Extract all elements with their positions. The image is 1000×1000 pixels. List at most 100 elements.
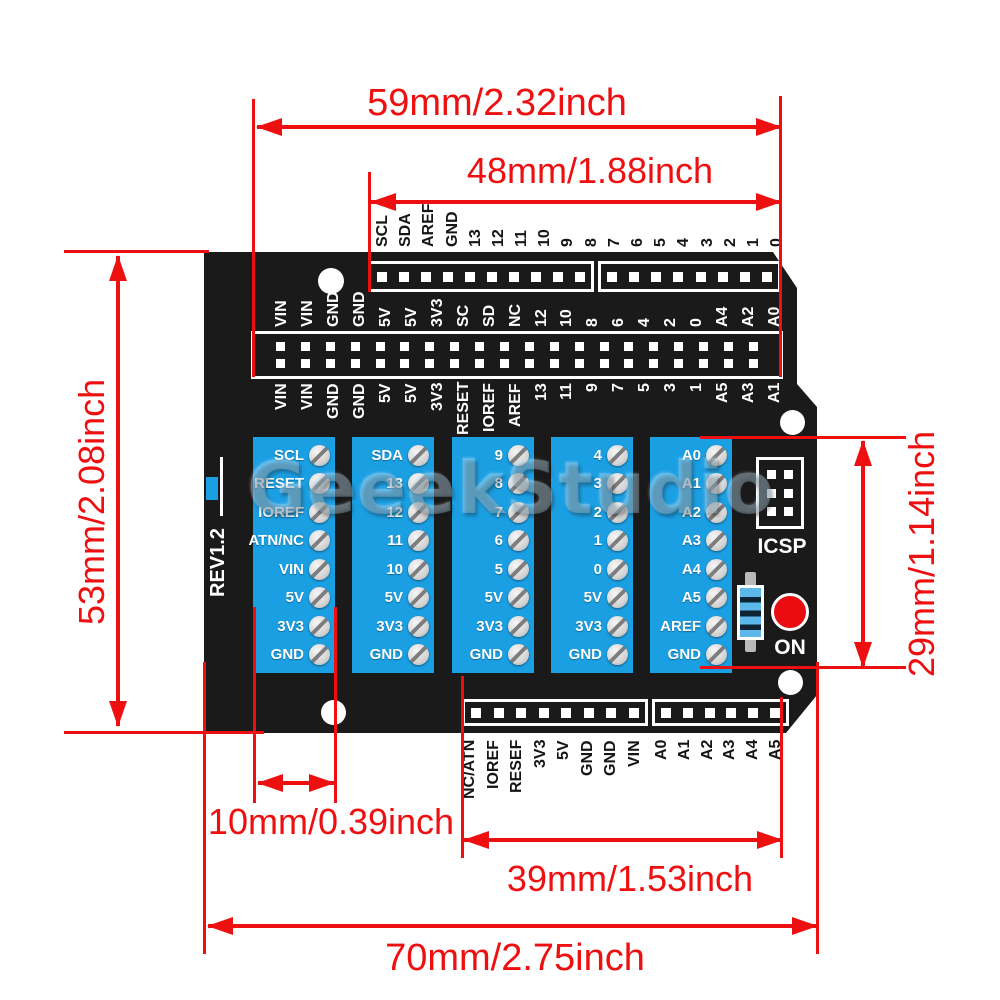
screw-terminal-icon[interactable]	[508, 616, 529, 637]
power-led	[771, 593, 809, 631]
solder-pad	[425, 359, 434, 368]
solder-pad	[724, 342, 733, 351]
dim-tick	[253, 607, 256, 803]
screw-terminal-icon[interactable]	[408, 530, 429, 551]
screw-terminal-icon[interactable]	[408, 644, 429, 665]
screw-terminal-icon[interactable]	[408, 445, 429, 466]
dim-arrow-bottom-inner	[464, 838, 782, 842]
dim-arrow-left	[116, 256, 120, 726]
screw-terminal-icon[interactable]	[607, 445, 628, 466]
solder-pad	[749, 359, 758, 368]
terminal-block-3: 987655V3V3GND	[452, 437, 534, 673]
header-pin	[784, 470, 793, 479]
dim-label-bottom-small: 10mm/0.39inch	[181, 801, 481, 843]
header-pin	[748, 708, 758, 718]
screw-terminal-icon[interactable]	[706, 559, 727, 580]
pin-label: A5	[765, 740, 787, 834]
solder-pad	[400, 359, 409, 368]
header-pin	[705, 708, 715, 718]
terminal-row: SCL	[253, 442, 335, 468]
screw-terminal-icon[interactable]	[309, 616, 330, 637]
terminal-label: A4	[682, 561, 701, 578]
pin-label: VIN	[271, 243, 293, 327]
pin-label: A0	[764, 243, 786, 327]
terminal-label: 12	[386, 504, 403, 521]
screw-terminal-icon[interactable]	[309, 587, 330, 608]
screw-terminal-icon[interactable]	[607, 559, 628, 580]
screw-terminal-icon[interactable]	[508, 530, 529, 551]
dim-arrow-bottom-outer	[208, 924, 817, 928]
screw-terminal-icon[interactable]	[706, 616, 727, 637]
solder-pad	[550, 342, 559, 351]
solder-pad	[674, 359, 683, 368]
dim-tick	[780, 697, 783, 858]
screw-terminal-icon[interactable]	[408, 502, 429, 523]
screw-terminal-icon[interactable]	[508, 473, 529, 494]
terminal-label: GND	[470, 646, 503, 663]
screw-terminal-icon[interactable]	[508, 644, 529, 665]
pin-label: GND	[323, 383, 345, 435]
header-pin	[683, 708, 693, 718]
terminal-row: IOREF	[253, 499, 335, 525]
terminal-label: 7	[495, 504, 503, 521]
terminal-label: RESET	[254, 475, 304, 492]
screw-terminal-icon[interactable]	[309, 473, 330, 494]
screw-terminal-icon[interactable]	[706, 473, 727, 494]
dim-label-bottom-outer: 70mm/2.75inch	[365, 937, 665, 980]
screw-terminal-icon[interactable]	[607, 473, 628, 494]
screw-terminal-icon[interactable]	[309, 559, 330, 580]
screw-terminal-icon[interactable]	[508, 502, 529, 523]
screw-terminal-icon[interactable]	[706, 502, 727, 523]
terminal-row: A2	[650, 499, 732, 525]
screw-terminal-icon[interactable]	[309, 644, 330, 665]
screw-terminal-icon[interactable]	[607, 616, 628, 637]
solder-pad	[376, 342, 385, 351]
screw-terminal-icon[interactable]	[508, 559, 529, 580]
screw-terminal-icon[interactable]	[607, 587, 628, 608]
dim-arrow-top-outer	[257, 125, 781, 129]
terminal-row: 3V3	[452, 613, 534, 639]
screw-terminal-icon[interactable]	[706, 445, 727, 466]
terminal-row: 5V	[551, 585, 633, 611]
screw-terminal-icon[interactable]	[607, 502, 628, 523]
terminal-label: IOREF	[258, 504, 304, 521]
screw-terminal-icon[interactable]	[408, 559, 429, 580]
terminal-row: 10	[352, 556, 434, 582]
pin-label: 13	[531, 383, 553, 435]
screw-terminal-icon[interactable]	[508, 445, 529, 466]
screw-terminal-icon[interactable]	[706, 644, 727, 665]
terminal-label: GND	[569, 646, 602, 663]
solder-pad	[525, 342, 534, 351]
terminal-row: 0	[551, 556, 633, 582]
terminal-row: 8	[452, 471, 534, 497]
screw-terminal-icon[interactable]	[706, 530, 727, 551]
pin-label: 9	[582, 383, 604, 435]
screw-terminal-icon[interactable]	[309, 530, 330, 551]
terminal-label: GND	[668, 646, 701, 663]
terminal-row: 4	[551, 442, 633, 468]
terminal-row: 5V	[253, 585, 335, 611]
screw-terminal-icon[interactable]	[408, 616, 429, 637]
solder-pad	[624, 342, 633, 351]
screw-terminal-icon[interactable]	[309, 445, 330, 466]
terminal-row: 3	[551, 471, 633, 497]
pin-label: VIN	[297, 383, 319, 435]
screw-terminal-icon[interactable]	[607, 644, 628, 665]
terminal-row: SDA	[352, 442, 434, 468]
screw-terminal-icon[interactable]	[408, 473, 429, 494]
pin-label: 3V3	[427, 243, 449, 327]
screw-terminal-icon[interactable]	[508, 587, 529, 608]
terminal-label: 1	[594, 532, 602, 549]
revision-label: REV1.2	[204, 500, 232, 625]
screw-terminal-icon[interactable]	[607, 530, 628, 551]
screw-terminal-icon[interactable]	[706, 587, 727, 608]
header-pin	[629, 708, 639, 718]
pin-label: 7	[608, 383, 630, 435]
pin-label: A3	[738, 383, 760, 435]
pin-label: 11	[556, 383, 578, 435]
pin-label: VIN	[297, 243, 319, 327]
solder-pad	[649, 342, 658, 351]
screw-terminal-icon[interactable]	[408, 587, 429, 608]
screw-terminal-icon[interactable]	[309, 502, 330, 523]
terminal-label: A3	[682, 532, 701, 549]
